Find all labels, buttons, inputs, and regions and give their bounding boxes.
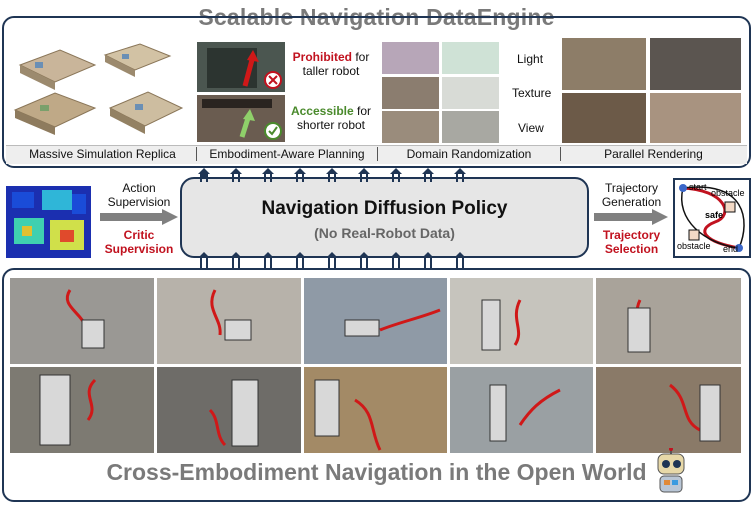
trajectory-generation-label: Trajectory Generation — [594, 181, 669, 209]
real-world-photo — [450, 367, 593, 453]
prohibited-label: Prohibited for taller robot — [285, 50, 377, 78]
traj-obstacle-bottom-text: obstacle — [677, 241, 711, 251]
randomization-texture-a — [382, 77, 439, 109]
real-world-photo — [596, 278, 741, 364]
navigation-heatmap-image — [2, 178, 95, 263]
traj-line2: Generation — [601, 195, 662, 209]
render-image-1 — [562, 38, 646, 90]
trajectory-selection-label: Trajectory Selection — [594, 228, 669, 256]
real-world-photo — [450, 278, 593, 364]
caption-simulation: Massive Simulation Replica — [29, 147, 176, 161]
caption-bar — [6, 145, 747, 164]
simulation-replica-image — [10, 30, 190, 142]
randomization-light-b — [442, 42, 499, 74]
caption-randomization: Domain Randomization — [406, 147, 532, 161]
render-image-4 — [650, 93, 741, 143]
accessible-for: for — [353, 104, 372, 118]
critic-line1: Critic — [123, 228, 155, 242]
bottom-title: Cross-Embodiment Navigation in the Open … — [106, 459, 647, 485]
critic-supervision-label: Critic Supervision — [104, 228, 174, 256]
randomization-view-b — [442, 111, 499, 143]
action-supervision-label: Action Supervision — [104, 181, 174, 209]
accessible-label: Accessible for shorter robot — [285, 104, 377, 132]
view-label: View — [518, 121, 544, 135]
caption-planning: Embodiment-Aware Planning — [209, 147, 365, 161]
accessible-scene-image — [197, 95, 285, 142]
traj-obstacle-top-text: obstacle — [711, 188, 745, 198]
caption-divider — [560, 147, 561, 161]
trajectory-diagram: start obstacle safe obstacle end — [673, 178, 751, 258]
render-image-3 — [562, 93, 646, 143]
taller-robot-text: taller robot — [302, 64, 360, 78]
texture-label: Texture — [512, 86, 552, 100]
caption-rendering: Parallel Rendering — [604, 147, 703, 161]
randomization-texture-b — [442, 77, 499, 109]
shorter-robot-text: shorter robot — [296, 118, 366, 132]
critic-line2: Supervision — [104, 242, 174, 256]
prohibited-word: Prohibited — [292, 50, 352, 64]
action-line1: Action — [122, 181, 156, 195]
prohibited-scene-image — [197, 42, 285, 92]
sel-line2: Selection — [604, 242, 659, 256]
data-arrows-icon — [198, 168, 466, 268]
traj-start-text: start — [689, 182, 707, 192]
prohibited-for: for — [352, 50, 370, 64]
right-arrow-icon — [594, 209, 668, 225]
left-arrow-icon — [100, 209, 178, 225]
traj-safe-text: safe — [705, 210, 724, 220]
robot-mascot-icon — [657, 448, 685, 493]
policy-title: Navigation Diffusion Policy — [261, 198, 508, 219]
render-image-2 — [650, 38, 741, 90]
randomization-view-a — [382, 111, 439, 143]
light-label: Light — [517, 52, 544, 66]
policy-subtitle: (No Real-Robot Data) — [314, 225, 455, 241]
randomization-light-a — [382, 42, 439, 74]
data-engine-panel — [2, 16, 751, 168]
traj-end-text: end — [723, 244, 739, 254]
open-world-panel — [2, 268, 751, 502]
real-world-photo — [157, 367, 301, 453]
caption-divider — [196, 147, 197, 161]
accessible-word: Accessible — [290, 104, 354, 118]
policy-box — [180, 177, 589, 258]
sel-line1: Trajectory — [602, 228, 661, 242]
traj-line1: Trajectory — [605, 181, 658, 195]
caption-divider — [377, 147, 378, 161]
real-world-photo — [10, 367, 154, 453]
action-line2: Supervision — [107, 195, 171, 209]
